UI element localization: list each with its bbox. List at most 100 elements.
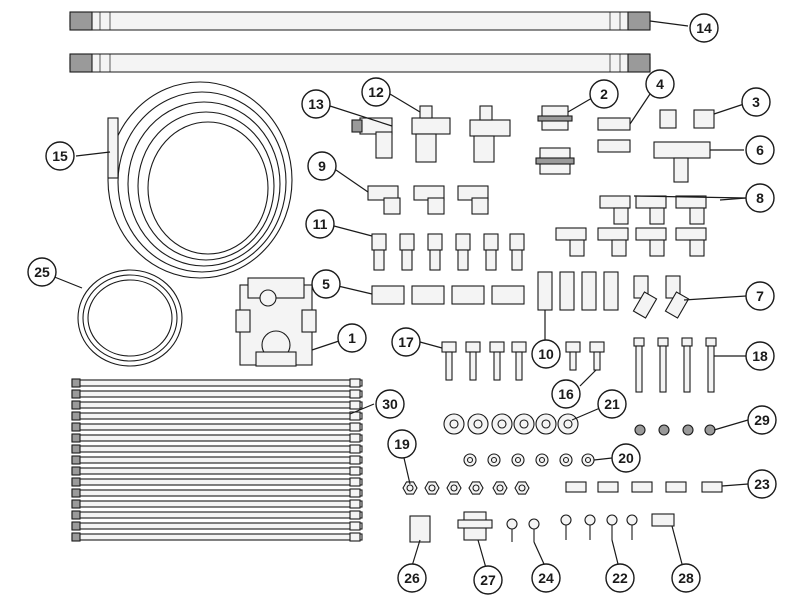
cable-tie <box>71 466 363 476</box>
part-17-bolts <box>441 341 527 381</box>
cable-tie <box>71 422 363 432</box>
callout-28: 28 <box>671 563 701 593</box>
callout-label: 20 <box>618 450 634 466</box>
elbow-fitting <box>597 227 629 257</box>
callout-label: 15 <box>52 148 68 164</box>
cable-tie <box>71 477 363 487</box>
callout-27: 27 <box>473 565 503 595</box>
part-25-small-coil <box>77 269 183 367</box>
part-13-elbow-fitting <box>351 117 393 159</box>
lock-washer <box>535 453 549 467</box>
callout-12: 12 <box>361 77 391 107</box>
cable-tie <box>71 411 363 421</box>
part-29-nuts <box>634 424 716 436</box>
part-26-connector <box>409 515 431 543</box>
straight-fitting <box>509 233 525 271</box>
part-30-cable-ties <box>71 378 363 542</box>
callout-label: 26 <box>404 570 420 586</box>
hex-nut <box>424 481 440 495</box>
callout-label: 1 <box>348 330 356 346</box>
part-1-valve-body <box>235 277 317 367</box>
cable-tie <box>71 433 363 443</box>
callout-label: 2 <box>600 86 608 102</box>
callout-label: 14 <box>696 20 712 36</box>
lock-washer <box>463 453 477 467</box>
elbow-fitting <box>675 227 707 257</box>
callout-label: 12 <box>368 84 384 100</box>
callout-label: 9 <box>318 158 326 174</box>
lock-washer <box>559 453 573 467</box>
callout-16: 16 <box>551 379 581 409</box>
elbow-fitting <box>599 195 631 225</box>
callout-19: 19 <box>387 429 417 459</box>
part-16-short-bolts <box>565 341 605 371</box>
callout-label: 16 <box>558 386 574 402</box>
cable-tie <box>71 521 363 531</box>
cable-tie <box>71 488 363 498</box>
part-19-hex-nuts <box>402 481 530 495</box>
part-8-elbow-group <box>555 195 707 257</box>
elbow-fitting <box>555 227 587 257</box>
callout-label: 13 <box>308 96 324 112</box>
elbow-fitting <box>675 195 707 225</box>
callout-4: 4 <box>645 69 675 99</box>
hex-nut <box>446 481 462 495</box>
hex-nut <box>492 481 508 495</box>
callout-15: 15 <box>45 141 75 171</box>
part-20-lock-washers <box>463 453 595 467</box>
callout-14: 14 <box>689 13 719 43</box>
callout-3: 3 <box>741 87 771 117</box>
straight-fitting <box>455 233 471 271</box>
part-23-terminals <box>565 481 723 493</box>
part-12-tee-fittings <box>411 105 511 163</box>
callout-label: 24 <box>538 570 554 586</box>
callout-label: 5 <box>322 276 330 292</box>
elbow-fitting <box>635 195 667 225</box>
callout-20: 20 <box>611 443 641 473</box>
part-24-ring-terminals <box>506 518 540 542</box>
part-4-straight-connectors <box>597 117 631 153</box>
straight-fitting <box>427 233 443 271</box>
cable-tie <box>71 378 363 388</box>
callout-30: 30 <box>375 389 405 419</box>
part-27-bracket <box>457 511 493 541</box>
callout-13: 13 <box>301 89 331 119</box>
part-14-hoses <box>69 11 651 73</box>
callout-29: 29 <box>747 405 777 435</box>
part-11-straight-fittings <box>371 233 525 271</box>
lock-washer <box>581 453 595 467</box>
part-7-45-degree-fittings <box>632 275 690 319</box>
lock-washer <box>511 453 525 467</box>
callout-label: 11 <box>313 216 328 232</box>
callout-11: 11 <box>305 209 335 239</box>
callout-label: 18 <box>752 348 768 364</box>
part-3-caps <box>659 109 715 129</box>
callout-label: 28 <box>678 570 694 586</box>
part-5-sleeves <box>371 285 525 305</box>
callout-label: 6 <box>756 142 764 158</box>
callout-label: 27 <box>480 572 496 588</box>
part-6-tee <box>653 141 711 183</box>
straight-fitting <box>371 233 387 271</box>
callout-label: 22 <box>612 570 628 586</box>
cable-tie <box>71 455 363 465</box>
hex-nut <box>402 481 418 495</box>
flat-washer <box>491 413 513 435</box>
callout-18: 18 <box>745 341 775 371</box>
part-9-elbow-fittings <box>367 185 489 215</box>
callout-label: 7 <box>756 288 764 304</box>
callout-label: 30 <box>382 396 398 412</box>
flat-washer <box>557 413 579 435</box>
straight-fitting <box>399 233 415 271</box>
callout-9: 9 <box>307 151 337 181</box>
elbow-fitting <box>635 227 667 257</box>
part-18-long-bolts <box>633 337 717 393</box>
callout-label: 25 <box>34 264 50 280</box>
cable-tie <box>71 400 363 410</box>
part-2-bulkhead-fittings <box>535 105 575 175</box>
callout-label: 4 <box>656 76 664 92</box>
part-15-coiled-tubing <box>107 81 293 279</box>
callout-1: 1 <box>337 323 367 353</box>
hex-nut <box>514 481 530 495</box>
